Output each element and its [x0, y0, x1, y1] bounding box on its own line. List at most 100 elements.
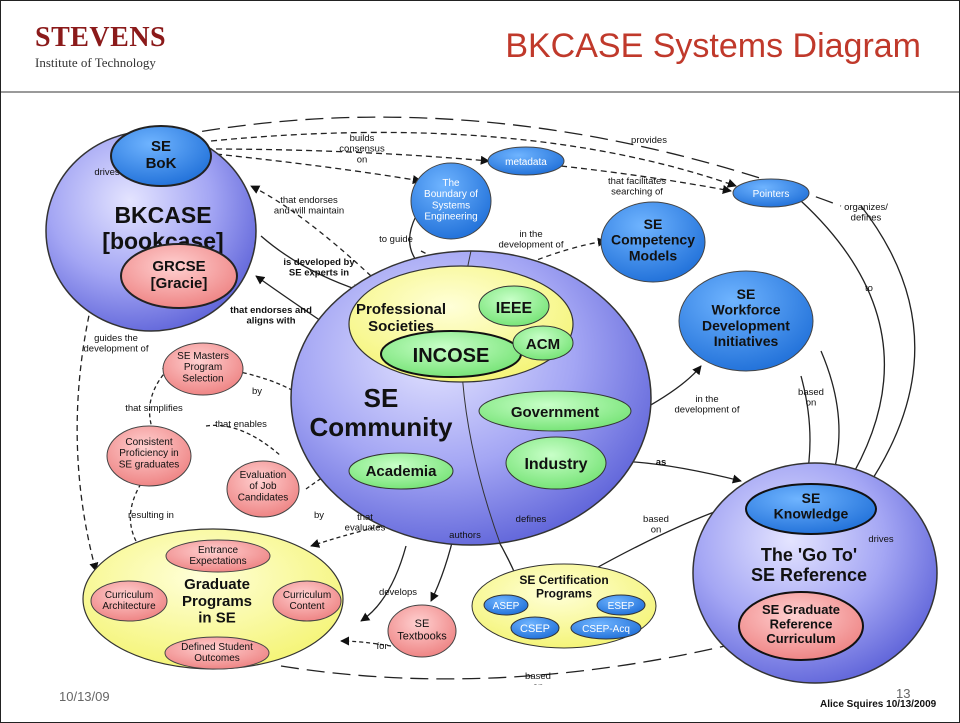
text-line: Content: [289, 601, 324, 612]
pointers-node: Pointers: [732, 178, 810, 208]
acm-label: ACM: [526, 336, 560, 353]
edge-metadata-pointers: [560, 165, 732, 194]
grcse-label: GRCSE[Gracie]: [151, 258, 208, 292]
text-line: that endorses: [280, 195, 338, 206]
text-line: Community: [310, 412, 454, 442]
text-line: on: [533, 682, 544, 685]
text-line: Evaluation: [240, 470, 287, 481]
text-line: in the: [695, 394, 718, 405]
text-line: SE: [644, 216, 663, 232]
pointers-label: Pointers: [753, 189, 790, 200]
text-line: consensus: [339, 144, 385, 155]
text-line: resulting in: [128, 510, 174, 521]
text-line: Textbooks: [397, 630, 447, 642]
text-line: aligns with: [246, 316, 295, 327]
text-line: SE Graduate: [762, 602, 840, 617]
footer-date: 10/13/09: [59, 689, 110, 704]
label-provides: provides: [631, 135, 667, 146]
label-by-bottom: by: [314, 510, 324, 521]
academia-label: Academia: [366, 463, 438, 480]
text-line: SE: [364, 383, 399, 413]
text-line: Curriculum: [105, 590, 153, 601]
text-line: builds: [350, 133, 375, 144]
text-line: GRCSE: [152, 258, 205, 275]
text-line: Expectations: [189, 556, 246, 567]
text-line: Government: [511, 404, 599, 421]
text-line: [Gracie]: [151, 275, 208, 292]
text-line: Societies: [368, 318, 434, 335]
logo-name: STEVENS: [35, 22, 167, 53]
text-line: Competency: [611, 232, 695, 248]
label-simplifies: that simplifies: [125, 403, 183, 414]
text-line: based: [525, 671, 551, 682]
csep-acq-label: CSEP-Acq: [582, 624, 630, 635]
text-line: develops: [379, 587, 417, 598]
edge-endorses-maintain: [250, 185, 372, 277]
industry-node: Industry: [505, 436, 607, 490]
stevens-logo: STEVENS Institute of Technology: [35, 22, 167, 79]
text-line: by: [252, 386, 262, 397]
text-line: that endorses and: [230, 305, 312, 316]
esep-label: ESEP: [608, 601, 635, 612]
text-line: Graduate: [184, 576, 250, 593]
text-line: that facilitates: [608, 176, 666, 187]
text-line: of Job: [249, 481, 277, 492]
edge-evaluates: [310, 525, 382, 548]
text-line: for: [376, 641, 387, 652]
text-line: drives: [868, 534, 894, 545]
text-line: and will maintain: [274, 206, 344, 217]
edge-developed-by: [260, 235, 362, 293]
text-line: development of: [499, 240, 564, 251]
text-line: Reference: [770, 617, 833, 632]
text-line: SE Certification: [519, 573, 608, 587]
text-line: ASEP: [493, 601, 520, 612]
text-line: that enables: [215, 419, 267, 430]
text-line: development of: [675, 405, 740, 416]
asep-node: ASEP: [483, 594, 529, 616]
slide-header: STEVENS Institute of Technology BKCASE S…: [1, 1, 959, 89]
logo-subtitle: Institute of Technology: [35, 55, 156, 70]
text-line: Models: [629, 247, 677, 263]
text-line: that: [357, 512, 373, 523]
text-line: Systems: [432, 200, 470, 211]
edge-competency-knowledge: [820, 350, 840, 482]
label-drives-right: drives: [868, 534, 894, 545]
text-line: Entrance: [198, 545, 238, 556]
label-to-guide: to guide: [379, 234, 413, 245]
text-line: defines: [851, 213, 882, 224]
text-line: ESEP: [608, 601, 635, 612]
text-line: SE: [151, 138, 171, 155]
text-line: Industry: [524, 456, 587, 473]
label-for: for: [376, 641, 387, 652]
text-line: IEEE: [496, 300, 533, 317]
text-line: BKCASE: [114, 202, 211, 228]
text-line: Academia: [366, 463, 438, 480]
edge-guides: [76, 305, 99, 572]
header-divider: [1, 91, 959, 93]
